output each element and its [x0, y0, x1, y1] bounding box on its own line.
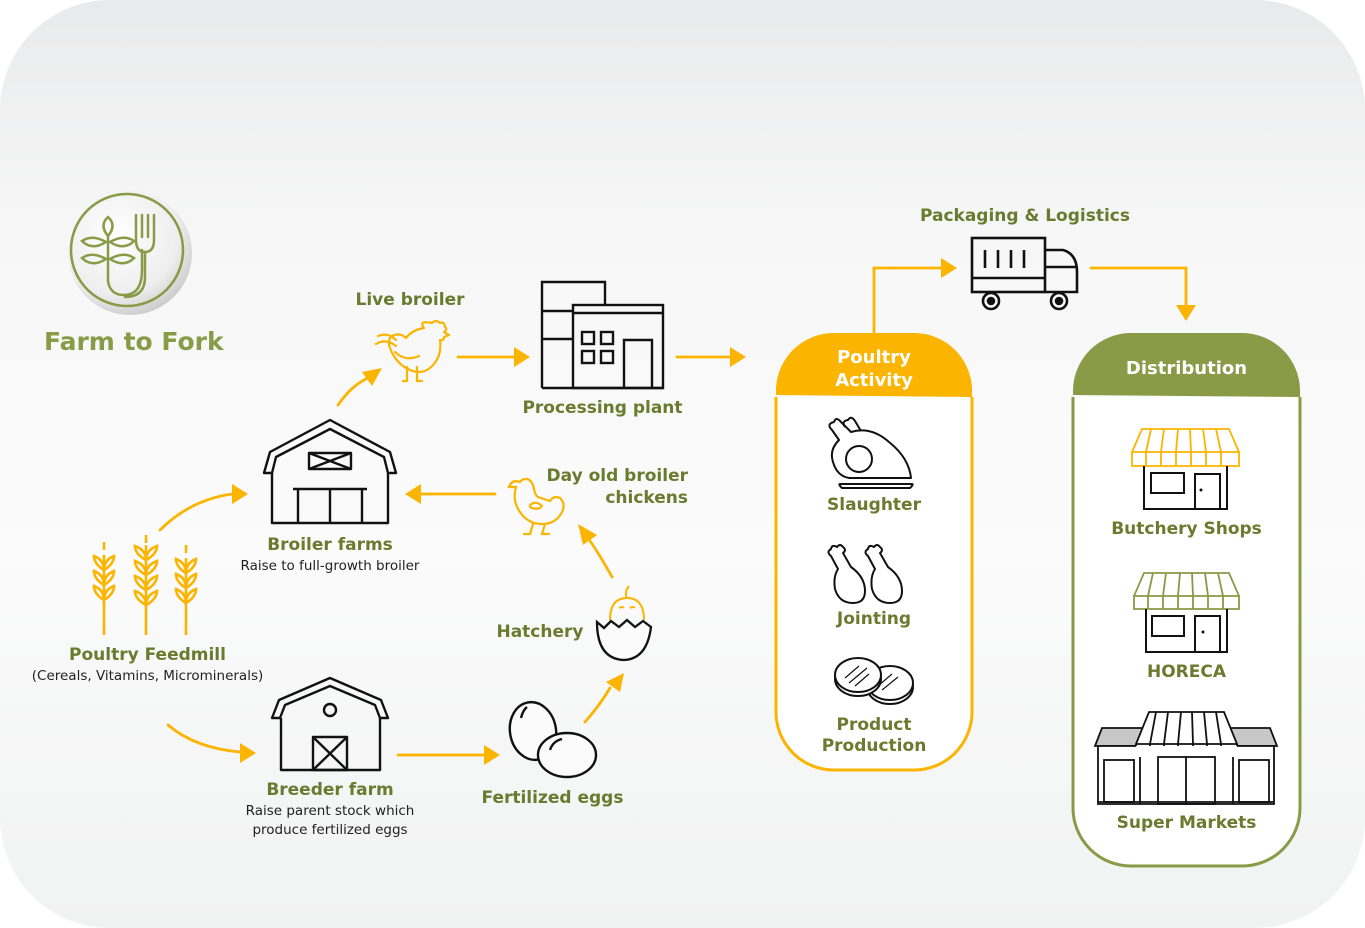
super-markets-label: Super Markets — [1116, 813, 1257, 833]
arrow-feedmill-to-broiler — [158, 492, 234, 532]
flow-arrows — [158, 266, 1188, 757]
processing-plant-label: Processing plant — [522, 398, 683, 418]
live-broiler-label: Live broiler — [355, 290, 465, 310]
product-production-label-2: Production — [821, 736, 927, 756]
arrow-broiler-to-live — [336, 376, 370, 407]
poultry-activity-panel — [774, 332, 974, 772]
product-production-label-1: Product — [836, 715, 912, 735]
whole-chicken-icon — [828, 416, 914, 489]
distribution-header: Distribution — [1125, 358, 1248, 379]
farm-to-fork-logo-icon — [68, 191, 192, 315]
rooster-icon — [374, 319, 451, 383]
arrow-eggs-to-hatchery — [583, 686, 612, 724]
broiler-farms-sub: Raise to full-growth broiler — [240, 558, 420, 574]
supermarket-icon — [1093, 711, 1279, 805]
patties-icon — [834, 657, 914, 705]
arrow-hatchery-to-chick — [586, 536, 614, 579]
arrow-activity-to-truck — [872, 266, 943, 334]
horeca-shop-icon — [1132, 572, 1241, 653]
arrow-feedmill-to-breeder — [166, 723, 242, 754]
drumsticks-icon — [827, 544, 903, 604]
jointing-label: Jointing — [836, 609, 912, 629]
hatchery-label: Hatchery — [496, 622, 584, 642]
butchery-shop-icon — [1130, 428, 1241, 510]
broiler-barn-icon — [262, 418, 398, 525]
arrow-heads — [232, 258, 1196, 765]
day-old-label-2: chickens — [605, 488, 688, 508]
arrow-truck-to-distribution — [1089, 266, 1188, 307]
breeder-farm-sub-1: Raise parent stock which — [245, 803, 415, 819]
breeder-barn-icon — [270, 676, 390, 772]
day-old-label-1: Day old broiler — [546, 466, 688, 486]
hatching-chick-icon — [595, 585, 653, 662]
horeca-label: HORECA — [1146, 662, 1226, 682]
feedmill-label: Poultry Feedmill — [69, 645, 226, 665]
eggs-icon — [508, 700, 598, 779]
broiler-farms-label: Broiler farms — [267, 535, 393, 555]
factory-icon — [540, 280, 665, 390]
wheat-icon — [92, 535, 198, 635]
truck-icon — [970, 236, 1079, 311]
slaughter-label: Slaughter — [827, 495, 921, 515]
chick-icon — [507, 477, 565, 536]
breeder-farm-sub-2: produce fertilized eggs — [252, 822, 408, 838]
feedmill-sub: (Cereals, Vitamins, Microminerals) — [31, 668, 264, 684]
poultry-activity-header-2: Activity — [835, 370, 913, 391]
poultry-activity-header-1: Poultry — [837, 347, 911, 368]
butchery-shops-label: Butchery Shops — [1111, 519, 1262, 539]
fertilized-eggs-label: Fertilized eggs — [481, 788, 624, 808]
packaging-logistics-label: Packaging & Logistics — [919, 206, 1131, 226]
page-title: Farm to Fork — [44, 327, 224, 356]
breeder-farm-label: Breeder farm — [266, 780, 394, 800]
